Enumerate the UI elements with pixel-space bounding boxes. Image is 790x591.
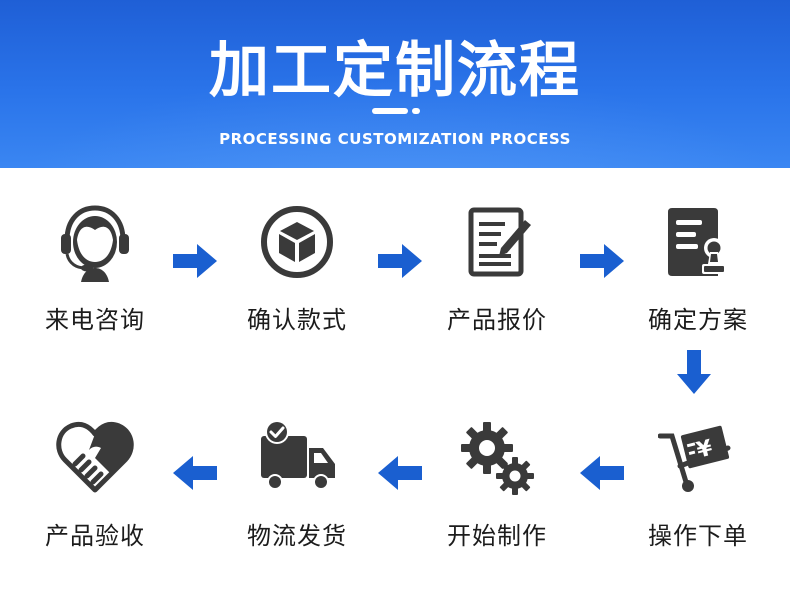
heart-handshake-icon: [56, 421, 134, 493]
step-production: 开始制作: [417, 418, 577, 551]
arrow-left-icon: [580, 456, 624, 490]
arrow-down-icon: [677, 350, 711, 394]
arrow-left-icon: [378, 456, 422, 490]
delivery-truck-icon: [261, 420, 335, 490]
page-title: 加工定制流程: [209, 36, 581, 106]
arrow-right-icon: [173, 244, 217, 278]
document-edit-icon: [468, 207, 531, 277]
svg-text:¥: ¥: [694, 436, 716, 464]
step-plan: 确定方案: [618, 202, 778, 335]
gears-icon: [461, 422, 534, 495]
arrow-right-icon: [378, 244, 422, 278]
document-stamp-icon: [668, 208, 726, 276]
step-label: 开始制作: [447, 522, 547, 550]
package-cube-icon: [261, 206, 333, 278]
step-label: 操作下单: [648, 522, 748, 550]
step-label: 确认款式: [247, 306, 347, 334]
step-label: 产品验收: [45, 522, 145, 550]
step-confirm-style: 确认款式: [217, 202, 377, 335]
arrow-left-icon: [173, 456, 217, 490]
step-label: 确定方案: [648, 306, 748, 334]
title-underline-bar: [372, 108, 408, 114]
arrow-right-icon: [580, 244, 624, 278]
header-banner: 加工定制流程 PROCESSING CUSTOMIZATION PROCESS: [0, 0, 790, 168]
page-subtitle: PROCESSING CUSTOMIZATION PROCESS: [219, 130, 571, 148]
step-quote: 产品报价: [417, 202, 577, 335]
title-underline-dot: [412, 108, 420, 114]
step-label: 来电咨询: [45, 306, 145, 334]
step-label: 产品报价: [447, 306, 547, 334]
step-acceptance: 产品验收: [15, 418, 175, 551]
step-consult: 来电咨询: [15, 202, 175, 335]
cart-yen-icon: ¥: [658, 425, 731, 492]
step-shipping: 物流发货: [217, 418, 377, 551]
customer-service-headset-icon: [61, 205, 129, 282]
step-order: ¥ 操作下单: [618, 418, 778, 551]
step-label: 物流发货: [247, 522, 347, 550]
